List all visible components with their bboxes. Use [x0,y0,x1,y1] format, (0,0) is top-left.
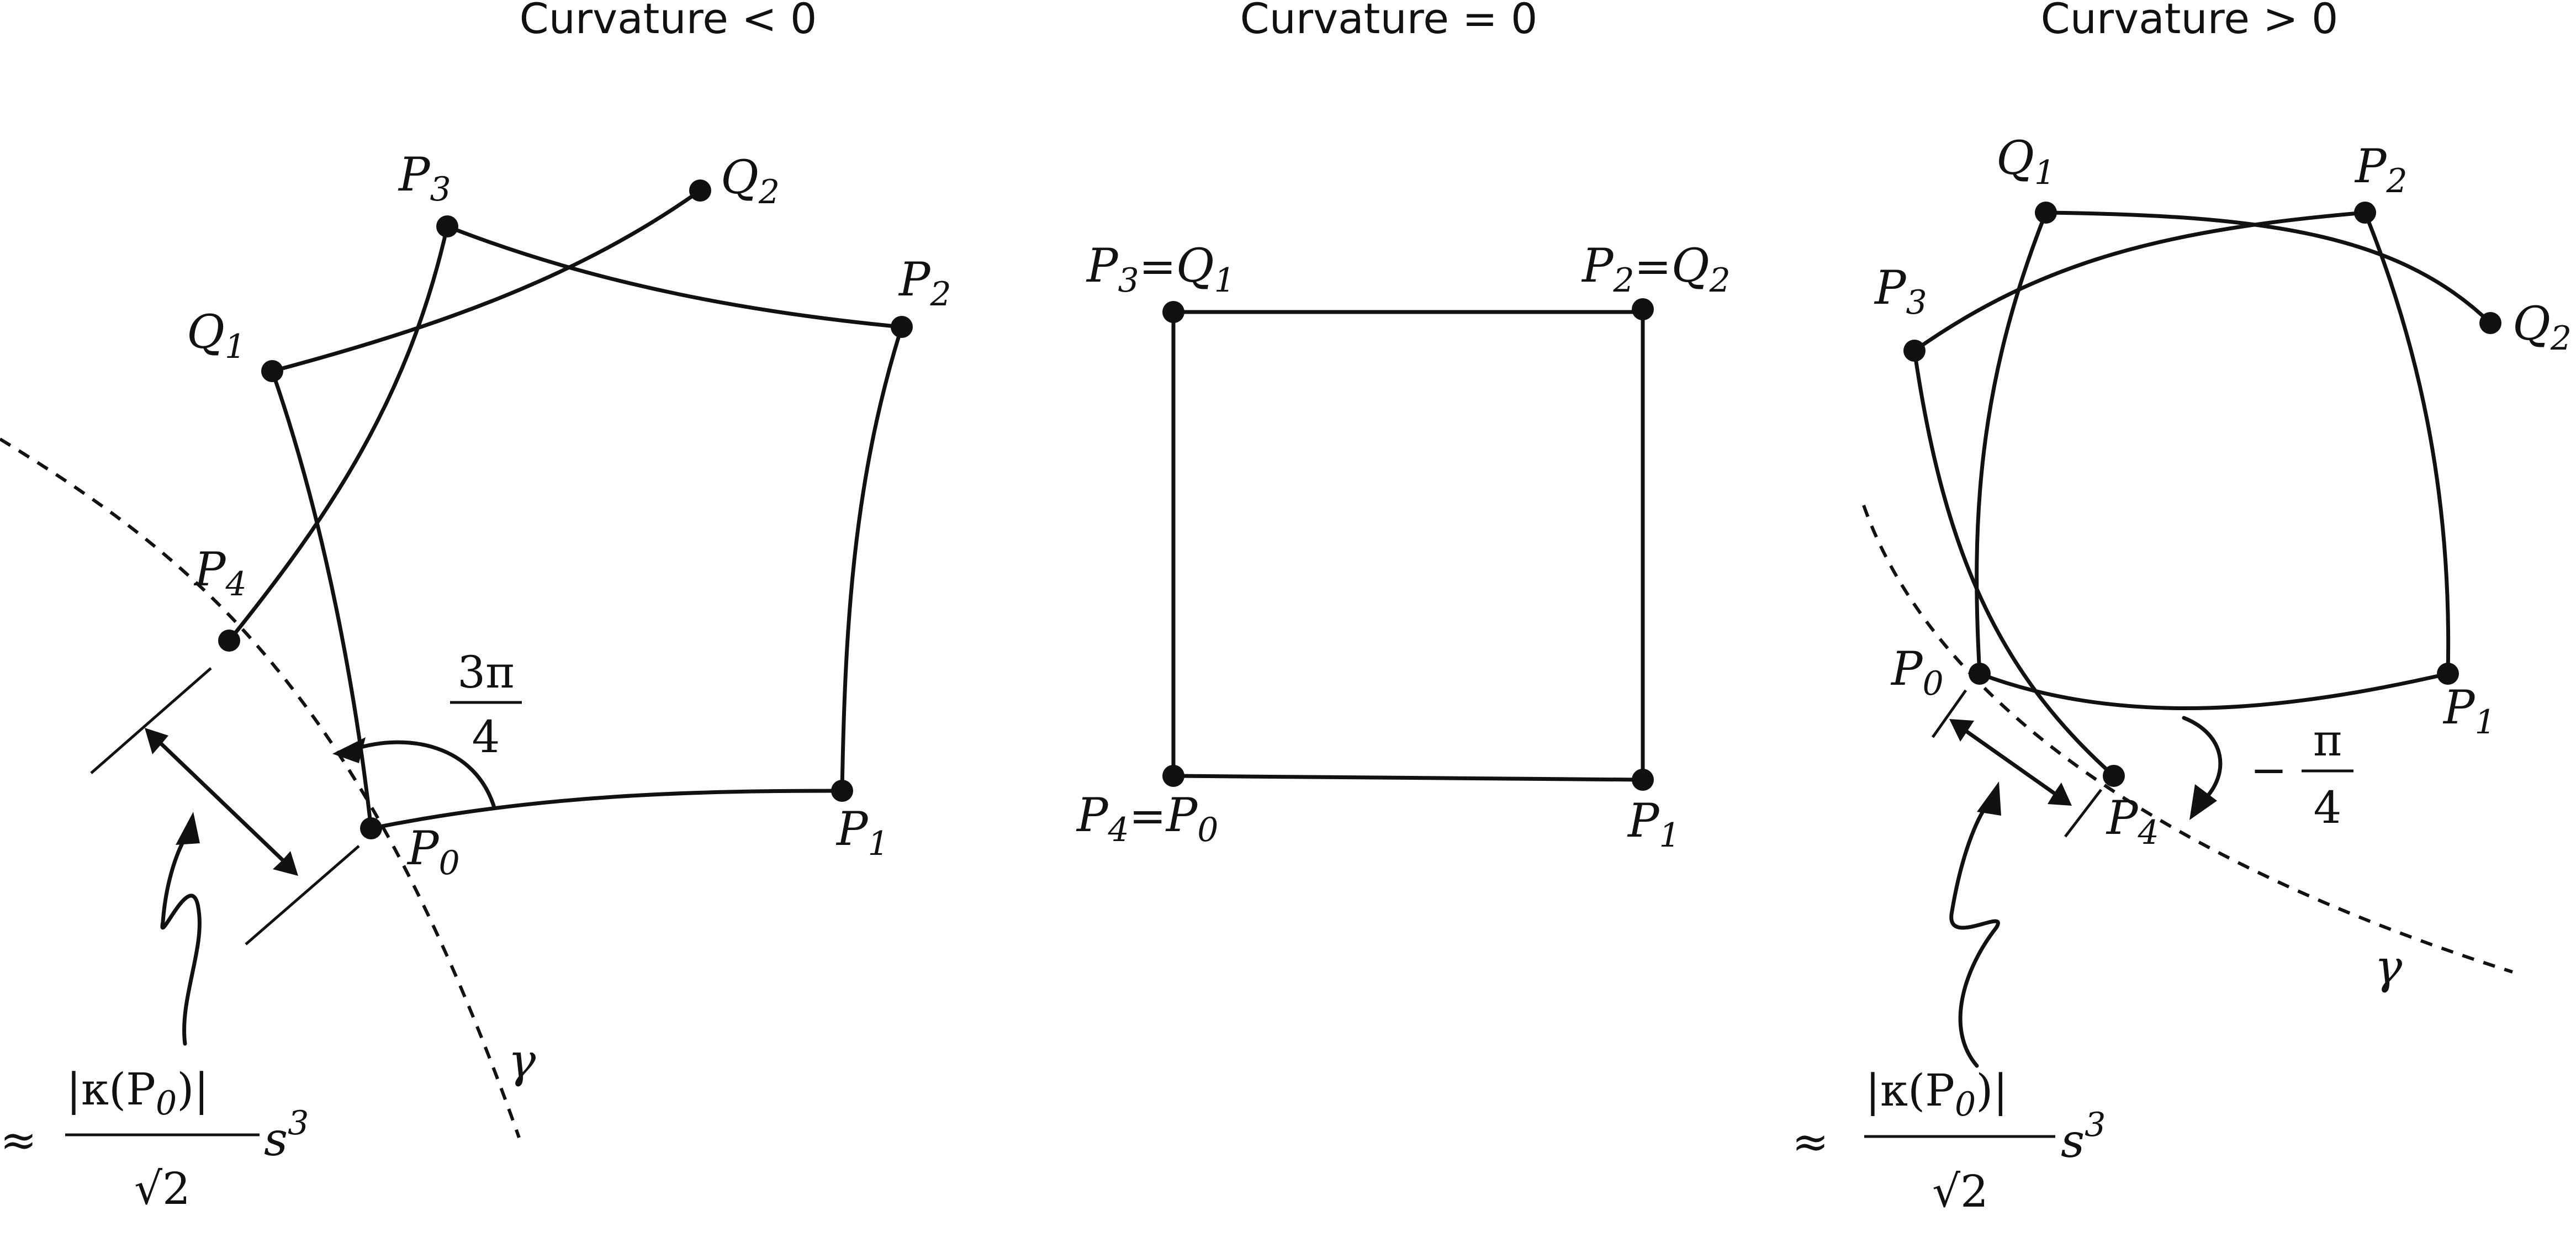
vertex-p2-q2 [1632,298,1654,320]
label-p3: P3 [398,147,451,209]
panel-positive-curvature: P0 P1 P2 P3 P4 Q1 Q2 γ − π 4 ≈ |κ(P0)| √… [1792,131,2572,1217]
edge-p0-p1-positive [1977,672,2450,710]
angle-negative-denominator: 4 [472,711,500,763]
label-p3-positive: P3 [1874,261,1927,322]
label-p1-positive: P1 [2442,680,2496,742]
label-p1-flat: P1 [1627,794,1680,855]
gap-tick-upper [90,667,212,774]
vertex-q2-positive [2479,312,2501,334]
gap-formula-numerator-negative: |κ(P0)| [66,1064,209,1123]
panel-title-positive: Curvature > 0 [2041,0,2339,43]
label-gamma-positive: γ [2374,940,2403,994]
vertex-p1-flat [1632,769,1654,791]
vertex-p4 [218,630,240,652]
label-q1: Q1 [187,305,246,366]
label-p4-eq-p0: P4=P0 [1076,788,1218,849]
label-p2: P2 [898,252,951,314]
label-p1: P1 [835,802,889,863]
gap-double-arrow [158,741,292,869]
label-p3-eq-q1: P3=Q1 [1086,239,1235,300]
gap-formula-approx-positive: ≈ [1792,1116,1829,1167]
gap-tick-upper-positive [1931,689,1967,738]
squiggle-pointer [160,832,202,1046]
vertex-q1 [261,360,283,382]
gap-arrowhead-lower-positive [2048,783,2072,806]
vertex-p0-positive [1969,663,1991,685]
edge-p1-p2 [840,325,904,793]
vertex-p4-positive [2103,765,2125,787]
edge-p1-p2-positive [2363,210,2451,676]
edge-q1-p0-positive [1975,210,2048,676]
vertex-p3-positive [1903,340,1926,362]
edge-p3-p4-positive [1912,348,2116,778]
gap-formula-factor-positive: s3 [2061,1106,2106,1168]
gap-formula-denominator-negative: √2 [134,1163,191,1214]
squiggle-arrowhead-positive [1977,781,2001,816]
label-p4: P4 [193,542,247,604]
geodesic-gamma-curve-positive [1862,505,2513,974]
squiggle-pointer-positive [1949,801,2000,1068]
edge-bottom [1171,774,1645,782]
label-p2-eq-q2: P2=Q2 [1581,239,1731,300]
gap-tick-lower-positive [2064,789,2102,838]
vertex-p2-positive [2354,202,2376,224]
edge-p2-p3 [445,224,904,329]
vertex-q2 [689,179,711,202]
label-gamma-negative: γ [508,1034,536,1088]
vertex-p3-q1 [1162,301,1184,323]
panel-zero-curvature: P3=Q1 P2=Q2 P4=P0 P1 [1076,239,1731,855]
geodesic-gamma-curve [0,437,521,1139]
vertex-p4-p0 [1162,765,1184,787]
angle-positive-denominator: 4 [2314,782,2342,833]
gap-double-arrow-positive [1961,727,2061,799]
edge-p3-p4 [227,224,449,643]
edge-q1-q2-positive [2044,210,2493,325]
angle-positive-sign: − [2250,744,2287,796]
panel-title-negative: Curvature < 0 [520,0,817,43]
vertex-q1-positive [2035,202,2057,224]
vertex-p1-positive [2437,663,2459,685]
angle-positive-numerator: π [2313,715,2342,766]
label-q1-positive: Q1 [1996,131,2055,192]
vertex-p3 [436,215,458,237]
edge-p2-p3-positive [1912,210,2367,353]
gap-formula-denominator-positive: √2 [1932,1166,1988,1217]
panel-title-zero: Curvature = 0 [1240,0,1538,43]
label-p0-positive: P0 [1890,642,1944,703]
angle-arrowhead-negative [332,737,366,763]
label-q2: Q2 [721,150,780,212]
gap-formula-numerator-positive: |κ(P0)| [1865,1065,2008,1124]
gap-arrowhead-upper-positive [1949,719,1974,742]
angle-negative-numerator: 3π [457,647,514,698]
angle-arrow-positive [2182,716,2223,803]
label-p2-positive: P2 [2354,139,2408,200]
edge-p0-p1 [369,789,844,831]
angle-arrowhead-positive [2189,784,2217,820]
label-p4-positive: P4 [2106,791,2159,852]
vertex-p0 [360,817,382,839]
gap-arrowhead-lower [273,851,298,876]
vertex-p2 [891,316,913,338]
gap-tick-lower [245,845,360,945]
vertex-p1 [831,780,853,802]
squiggle-arrowhead [176,812,200,845]
edge-q1-p0 [270,369,373,831]
label-q2-positive: Q2 [2512,297,2572,358]
gap-formula-approx-negative: ≈ [0,1114,37,1166]
gap-arrowhead-upper [145,728,168,754]
label-p0: P0 [406,821,460,882]
gap-formula-factor-negative: s3 [264,1104,309,1166]
panel-negative-curvature: P0 P1 P2 P3 P4 Q1 Q2 γ 3π 4 ≈ |κ(P0)| √2… [0,147,951,1214]
angle-arrow-negative [351,740,496,810]
edge-q1-q2 [270,188,702,373]
